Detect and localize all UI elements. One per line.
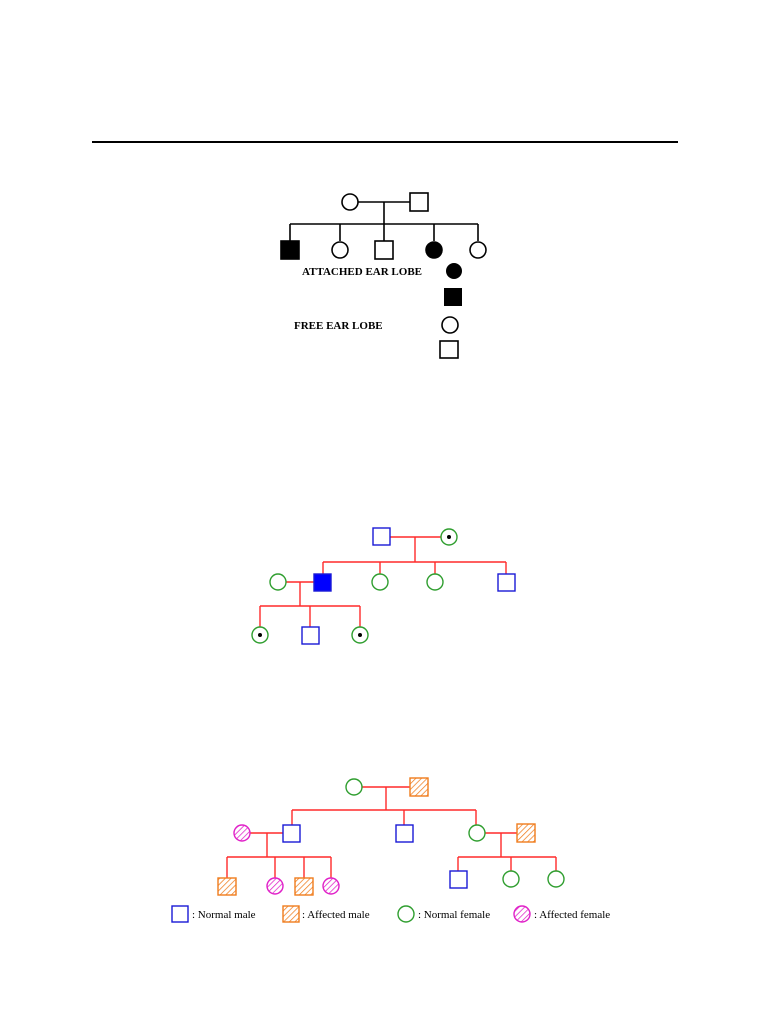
p2-gen2-male	[497, 573, 516, 592]
p1-child-free-female	[331, 241, 349, 259]
p1-legend-free-label: FREE EAR LOBE	[294, 320, 383, 332]
p1-legend-free-male-symbol	[439, 340, 459, 359]
p2-gen1-carrier-dot	[447, 535, 451, 539]
p2-gen2-affected-male	[313, 573, 332, 592]
p3-gen3-affected-female-2	[322, 877, 340, 895]
p2-gen2-spouse-female	[269, 573, 287, 591]
p3-gen3-affected-male-2	[294, 877, 314, 896]
p3-gen1-affected-male	[409, 777, 429, 797]
p3-gen3-normal-female-2	[547, 870, 565, 888]
p1-father-free-male	[409, 192, 429, 212]
p3-gen2-normal-male-2	[395, 824, 414, 843]
p1-legend-attached-label: ATTACHED EAR LOBE	[302, 266, 422, 278]
p3-gen2-affected-male	[516, 823, 536, 843]
p3-legend-affected-female-label: : Affected female	[534, 909, 610, 921]
p3-legend-normal-female-symbol	[397, 905, 415, 923]
p3-gen3-normal-female	[502, 870, 520, 888]
p1-mother-free-female	[341, 193, 359, 211]
pedigree-3-autosomal: : Normal male : Affected male : Normal f…	[171, 777, 610, 923]
top-horizontal-rule	[92, 141, 678, 143]
p1-child-free-female-2	[469, 241, 487, 259]
p2-gen2-female-2	[426, 573, 444, 591]
p3-gen2-normal-male	[282, 824, 301, 843]
pedigree-1-ear-lobe: ATTACHED EAR LOBE FREE EAR LOBE	[280, 192, 487, 359]
p3-gen3-normal-male	[449, 870, 468, 889]
p2-gen2-female	[371, 573, 389, 591]
p3-legend-normal-male-symbol	[171, 905, 189, 923]
pedigree-2	[251, 527, 516, 645]
p1-child-attached-female	[425, 241, 443, 259]
p3-gen2-affected-female	[233, 824, 251, 842]
p1-child-attached-male	[280, 240, 300, 260]
p1-legend-free-female-symbol	[441, 316, 459, 334]
p1-legend-attached-male-symbol	[444, 288, 462, 306]
p1-legend-attached-female-symbol	[446, 263, 462, 279]
p2-gen3-male	[301, 626, 320, 645]
p1-child-free-male	[374, 240, 394, 260]
p2-gen1-male	[372, 527, 391, 546]
p3-gen2-normal-female	[468, 824, 486, 842]
p3-legend-normal-male-label: : Normal male	[192, 909, 256, 921]
p3-gen3-affected-male	[217, 877, 237, 896]
p3-gen3-affected-female	[266, 877, 284, 895]
p3-legend-affected-female-symbol	[513, 905, 531, 923]
p2-gen3-carrier-dot-2	[358, 633, 362, 637]
p3-legend-normal-female-label: : Normal female	[418, 909, 490, 921]
p3-legend-affected-male-symbol	[282, 905, 300, 923]
p3-legend-affected-male-label: : Affected male	[302, 909, 370, 921]
p3-gen1-normal-female	[345, 778, 363, 796]
p2-gen3-carrier-dot	[258, 633, 262, 637]
